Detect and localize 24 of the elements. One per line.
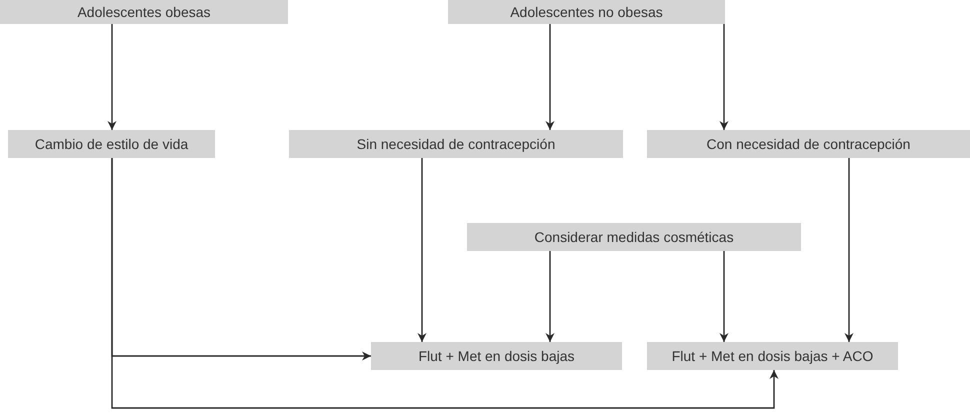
process-box (0, 0, 288, 24)
box-label: Adolescentes no obesas (510, 4, 663, 20)
box-label: Considerar medidas cosméticas (534, 229, 734, 245)
box-label: Sin necesidad de contracepción (356, 136, 556, 152)
box-label: Flut + Met en dosis bajas (418, 348, 575, 364)
arrow (546, 251, 554, 342)
arrow (720, 251, 728, 342)
arrow (844, 158, 854, 342)
arrow (418, 158, 426, 342)
process-box (8, 130, 215, 158)
arrow (546, 24, 554, 130)
box-label: Flut + Met en dosis bajas + ACO (672, 348, 874, 364)
process-box (647, 342, 898, 370)
box-label: Cambio de estilo de vida (34, 136, 188, 152)
box-label: Adolescentes obesas (77, 4, 211, 20)
process-box (289, 130, 623, 158)
arrow (111, 158, 778, 409)
box-label: Con necesidad de contracepción (706, 136, 910, 152)
process-box (467, 223, 801, 251)
process-box (371, 342, 622, 370)
arrow (720, 24, 728, 130)
process-box (647, 130, 970, 158)
process-box (448, 0, 725, 24)
arrow (108, 24, 116, 130)
